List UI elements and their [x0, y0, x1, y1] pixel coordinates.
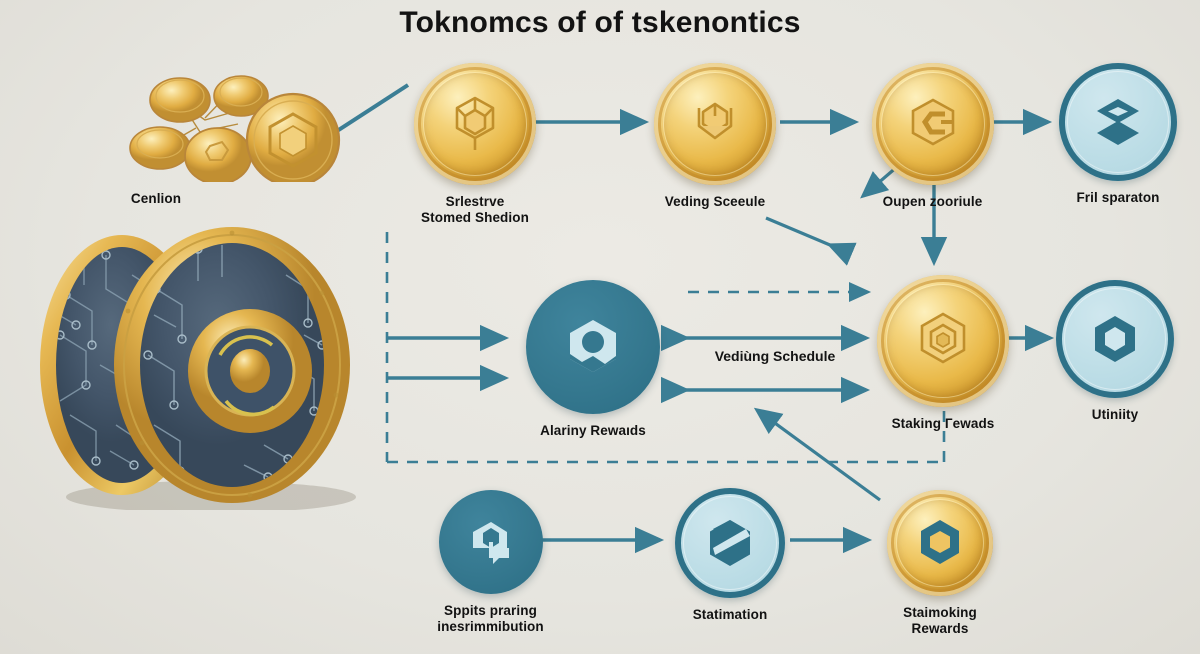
- coin-cluster-illustration: [129, 75, 341, 182]
- estimation-label: Statimation: [692, 607, 768, 622]
- final-separation-label: Fril sparaton: [1076, 190, 1160, 205]
- node-open-schedule[interactable]: Oupen zooriule: [860, 63, 1005, 210]
- node-utility[interactable]: Utiniity: [1052, 280, 1178, 423]
- farming-rewards-label: Alariny Rewaıds: [540, 423, 646, 438]
- supply-distribution-label: Sppits praring inesrimmibution: [437, 603, 544, 634]
- hero-coin-illustration: [40, 227, 356, 510]
- open-schedule-coin[interactable]: [871, 63, 994, 185]
- supply-distribution-circle[interactable]: [438, 490, 543, 594]
- edge-label-vesting-schedule: Vediùng Schedule: [714, 348, 836, 364]
- utility-label: Utiniity: [1091, 407, 1139, 422]
- staking-rewards-2-label: Staimoking Rewards: [903, 605, 977, 636]
- node-staking-rewards-2[interactable]: Staimoking Rewards: [870, 490, 1010, 637]
- node-reserve-supply[interactable]: Srlestrve Stomed Shedion: [405, 63, 545, 226]
- node-estimation[interactable]: Statimation: [665, 488, 795, 623]
- staking-rewards-label: Staking Гewads: [891, 416, 995, 431]
- node-farming-rewards[interactable]: Alariny Rewaıds: [508, 280, 678, 439]
- open-box-icon: [697, 102, 733, 140]
- nested-hexagon-icon: [920, 312, 966, 364]
- utility-circle[interactable]: [1056, 280, 1174, 398]
- reserve-supply-coin[interactable]: [414, 63, 536, 185]
- s-hexagon-icon: [710, 520, 750, 566]
- hexagon-node-icon: [570, 320, 616, 372]
- node-staking-rewards[interactable]: Staking Гewads: [868, 275, 1018, 432]
- hexagon-ring-icon: [1095, 316, 1135, 362]
- cube-network-icon: [455, 96, 495, 150]
- reserve-supply-label: Srlestrve Stomed Shedion: [421, 194, 529, 225]
- node-cluster: Cenlion: [96, 182, 216, 207]
- c-hexagon-icon: [911, 98, 954, 146]
- node-supply-distribution[interactable]: Sppits praring inesrimmibution: [408, 490, 573, 635]
- final-separation-circle[interactable]: [1059, 63, 1177, 181]
- vesting-schedule-coin[interactable]: [654, 63, 776, 185]
- vesting-schedule-label: Veding Sceeule: [664, 194, 766, 209]
- staking-rewards-coin[interactable]: [877, 275, 1009, 407]
- page-title: Toknomcs of of tskenontics: [399, 6, 801, 39]
- open-schedule-label: Oupen zooriule: [882, 194, 983, 209]
- node-final-separation[interactable]: Fril sparaton: [1048, 63, 1188, 206]
- cluster-label: Cenlion: [130, 191, 182, 206]
- hexagon-ring-icon: [921, 520, 959, 564]
- house-hexagon-icon: [472, 522, 509, 564]
- estimation-circle[interactable]: [675, 488, 785, 598]
- staking-rewards-2-coin[interactable]: [887, 490, 993, 596]
- farming-rewards-circle[interactable]: [526, 280, 660, 414]
- node-vesting-schedule[interactable]: Veding Sceeule: [645, 63, 785, 210]
- layers-stack-icon: [1097, 99, 1139, 145]
